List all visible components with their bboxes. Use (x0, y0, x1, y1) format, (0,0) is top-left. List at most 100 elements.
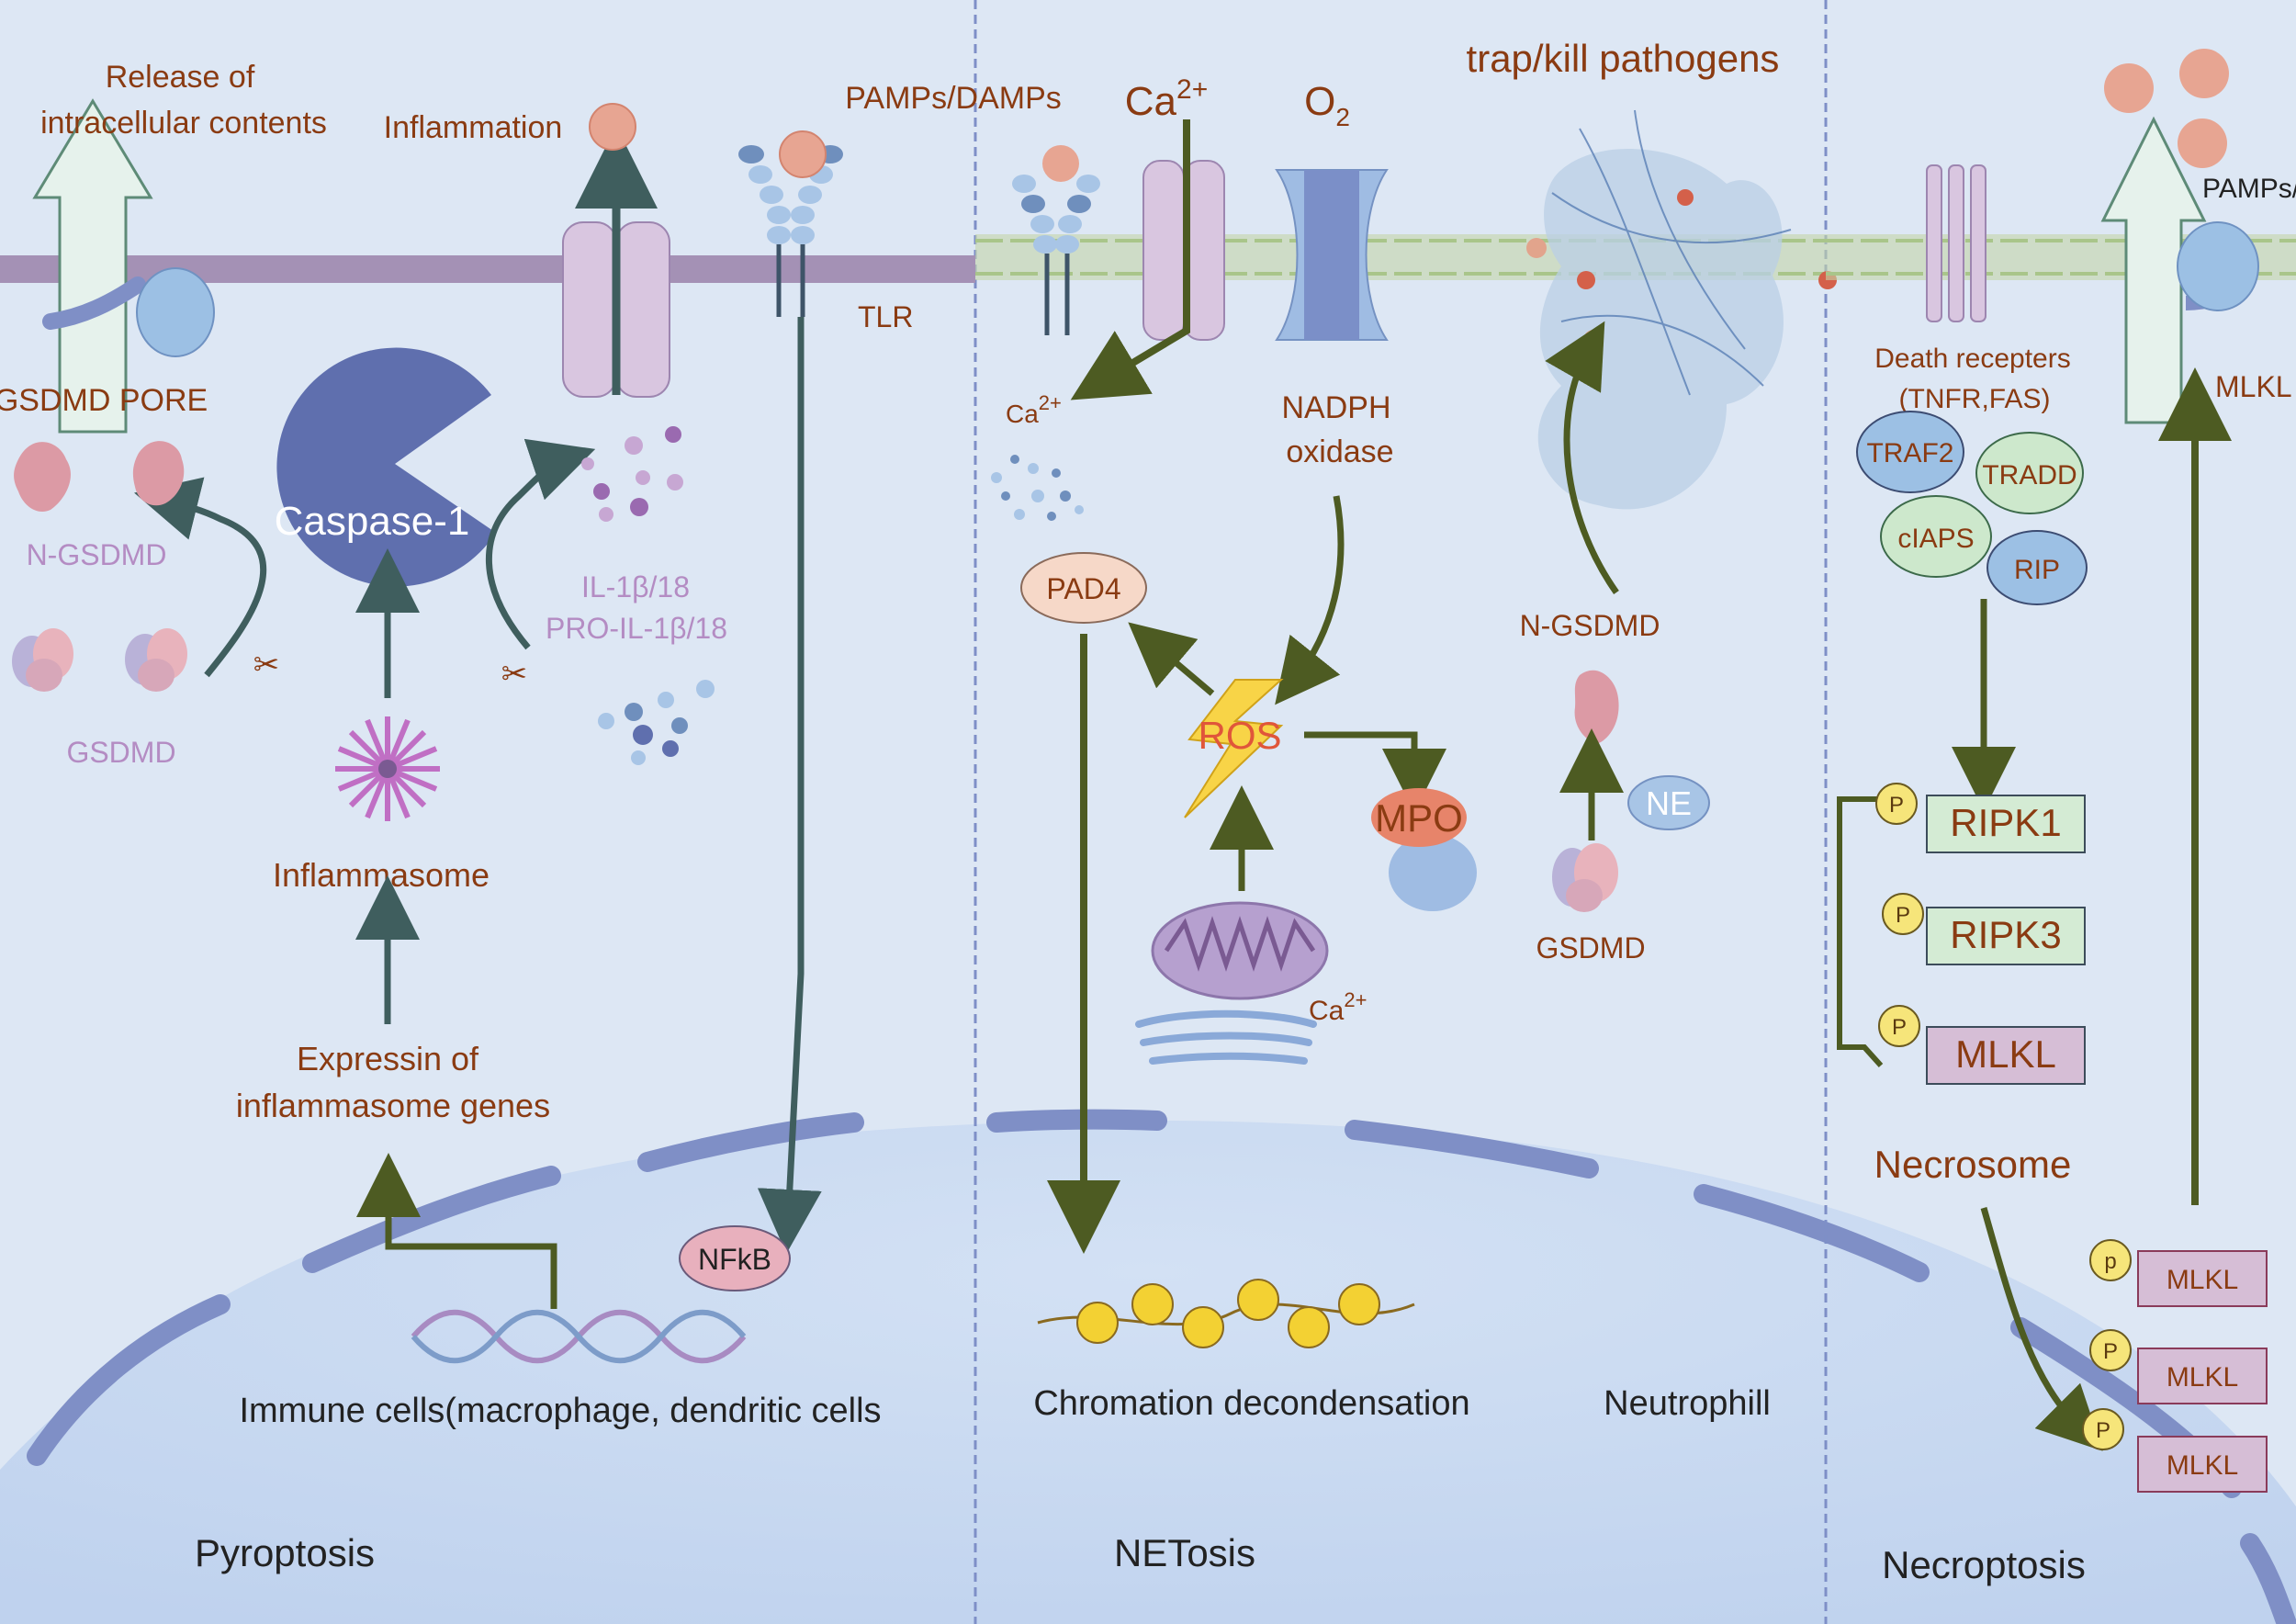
expression-label-2: inflammasome genes (236, 1087, 550, 1124)
gsdmd-blob-2 (125, 628, 187, 692)
nadph-label-2: oxidase (1286, 434, 1393, 469)
mitochondrion-cristae (1164, 916, 1316, 972)
channel-right (615, 221, 670, 398)
nadph-label-1: NADPH (1281, 390, 1390, 425)
nfkb (679, 1225, 791, 1291)
ca-particles (991, 455, 1084, 521)
ros-mpo-arrow (1304, 731, 1446, 813)
nfkb-label: NFkB (698, 1243, 771, 1276)
scissors-icon-left: ✂ (253, 648, 280, 682)
pro-il1-particles (598, 680, 715, 765)
mpo-cap (1371, 788, 1467, 847)
ros-bolt (1184, 679, 1284, 818)
mitochondrion (1151, 901, 1329, 1000)
gsdmd-label: GSDMD (66, 736, 175, 769)
netosis-n-gsdmd-blob (1574, 670, 1619, 744)
il1-label: IL-1β/18 (581, 570, 690, 603)
mlkl-label: MLKL (1955, 1032, 2056, 1076)
pad4-label: PAD4 (1046, 572, 1120, 605)
ripk3 (1926, 907, 2086, 965)
inflammasome-core (378, 760, 397, 778)
release-label-2: intracellular contents (40, 106, 327, 141)
mlkl-small-label-3: MLKL (2167, 1450, 2238, 1481)
n-gsdmd-label: N-GSDMD (27, 538, 167, 571)
ciaps (1880, 495, 1992, 578)
mlkl-pore (2177, 221, 2259, 311)
ripk1 (1926, 795, 2086, 853)
phospho-label-2: P (1896, 903, 1910, 928)
ca-channel-left (1142, 160, 1185, 341)
ros-label: ROS (1198, 714, 1281, 757)
il1-particles (581, 426, 683, 522)
necrosome-bracket (1837, 796, 1884, 1068)
necroptosis-title: Necroptosis (1882, 1543, 2086, 1586)
netosis-title: NETosis (1114, 1531, 1255, 1574)
mlkl-small-label-1: MLKL (2167, 1265, 2238, 1295)
n-gsdmd-blob-1 (14, 442, 71, 513)
phospho-badges (1875, 783, 1924, 1047)
endoplasmic-reticulum (1135, 1009, 1317, 1065)
n-gsdmd-blob-2 (132, 441, 185, 506)
ne (1627, 775, 1710, 830)
caspase-1 (276, 347, 496, 587)
phospho-label-1: P (1889, 793, 1904, 818)
release-label: Release of (106, 60, 255, 95)
mlkl-small-1 (2137, 1250, 2268, 1307)
dna-expression-arrow (356, 1153, 557, 1309)
pyroptosis-title: Pyroptosis (195, 1531, 375, 1574)
chromatin-label: Chromation decondensation (1033, 1384, 1469, 1423)
death-receptor (1926, 164, 1986, 322)
gsdmd-blob-1 (12, 628, 73, 692)
ripk1-label: RIPK1 (1950, 801, 2061, 844)
netosis-gsdmd-blob (1552, 843, 1618, 912)
cleave-arrow-left (134, 477, 266, 678)
tlr-receptor (738, 130, 843, 317)
release-arrow (32, 98, 153, 434)
tradd-label: TRADD (1982, 460, 2077, 491)
mlkl-small-label-2: MLKL (2167, 1362, 2238, 1393)
dna-helix (411, 1309, 747, 1364)
netosis-receptor (1012, 145, 1100, 335)
death-receptor-label-2: (TNFR,FAS) (1899, 384, 2051, 414)
traf2-label: TRAF2 (1866, 438, 1953, 468)
nucleosomes (1076, 1279, 1380, 1348)
necroptosis-release-particles (2104, 49, 2229, 168)
mlkl-pore-label: MLKL PORE (2215, 370, 2296, 403)
tlr-label: TLR (858, 300, 913, 333)
rip (1986, 530, 2088, 605)
o2-label: O2 (1304, 79, 1350, 131)
netosis-n-gsdmd-label: N-GSDMD (1520, 609, 1660, 642)
inflammation-label: Inflammation (384, 110, 563, 145)
scissors-icon-right: ✂ (501, 657, 528, 692)
tlr-nfkb-arrow (757, 317, 822, 1254)
mpo-label: MPO (1375, 796, 1463, 840)
nadph-ros-arrow (1275, 495, 1345, 705)
nucleus (0, 1121, 2296, 1624)
traf2 (1856, 411, 1964, 493)
death-receptor-label-1: Death recepters (1874, 344, 2070, 374)
inflammasome-label: Inflammasome (273, 856, 490, 894)
ca-influx-arrow (1070, 119, 1190, 400)
ca-small-label: Ca2+ (1006, 391, 1062, 428)
net-fibers (1551, 109, 1792, 396)
pad4 (1020, 552, 1147, 624)
inflammation-particle (589, 103, 636, 151)
ca-label: Ca2+ (1125, 74, 1208, 124)
gsdmd-pore-label: GSDMD PORE (0, 383, 208, 418)
expression-label-1: Expressin of (297, 1040, 479, 1077)
mlkl-phospho-label-3: P (2096, 1418, 2110, 1443)
nuclear-envelope (27, 1109, 2296, 1624)
gsdmd-pore-arm (42, 276, 146, 330)
n-gsdmd-net-arrow (1545, 321, 1619, 595)
rip-label: RIP (2014, 555, 2060, 585)
mlkl-small-2 (2137, 1348, 2268, 1404)
net-cloud (1537, 149, 1784, 510)
necroptosis-pamps-label: PAMPs/DAMPs (2202, 174, 2296, 204)
immune-cells-label: Immune cells(macrophage, dendritic cells (239, 1392, 881, 1430)
necrosome-label: Necrosome (1874, 1143, 2072, 1186)
phospho-label-3: P (1892, 1015, 1907, 1040)
caspase-label: Caspase-1 (275, 499, 470, 544)
mlkl (1926, 1026, 2086, 1085)
mlkl-phospho-label-2: P (2103, 1339, 2118, 1364)
